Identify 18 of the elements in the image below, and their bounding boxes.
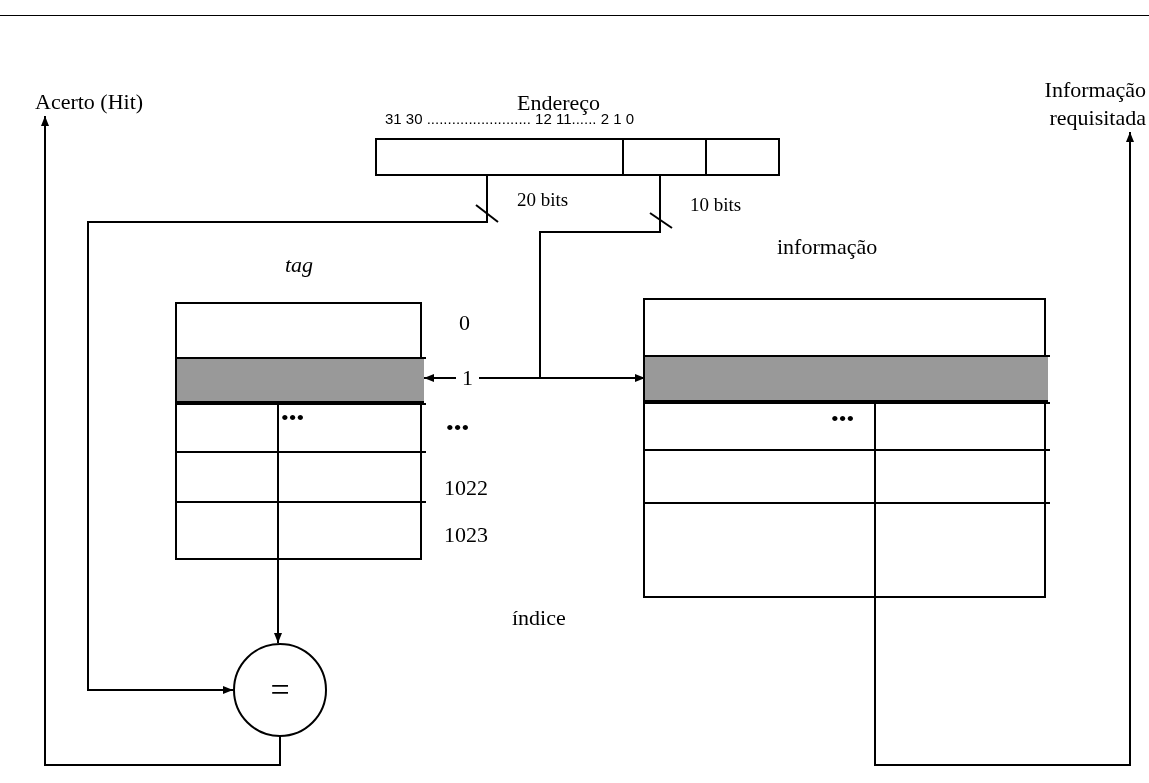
- table-heading: informação: [777, 234, 878, 260]
- output-label: Acerto (Hit): [35, 88, 175, 116]
- table-heading: tag: [285, 252, 314, 278]
- axis-label: índice: [512, 605, 566, 631]
- arrow: [539, 175, 661, 382]
- comparator-circle: =: [233, 643, 327, 737]
- output-label: Informação requisitada: [1030, 76, 1146, 132]
- ellipsis: •••: [831, 406, 855, 432]
- edge-label: 20 bits: [517, 188, 569, 212]
- arrow: [874, 131, 1134, 766]
- selected-row: [177, 357, 424, 403]
- register-heading: Endereço: [517, 90, 601, 115]
- selected-row: [645, 355, 1048, 402]
- ellipsis: •••: [281, 405, 305, 431]
- arrow: [41, 115, 281, 766]
- edge-label: 10 bits: [690, 193, 742, 217]
- arrow: [274, 402, 282, 644]
- arrow: [87, 175, 488, 694]
